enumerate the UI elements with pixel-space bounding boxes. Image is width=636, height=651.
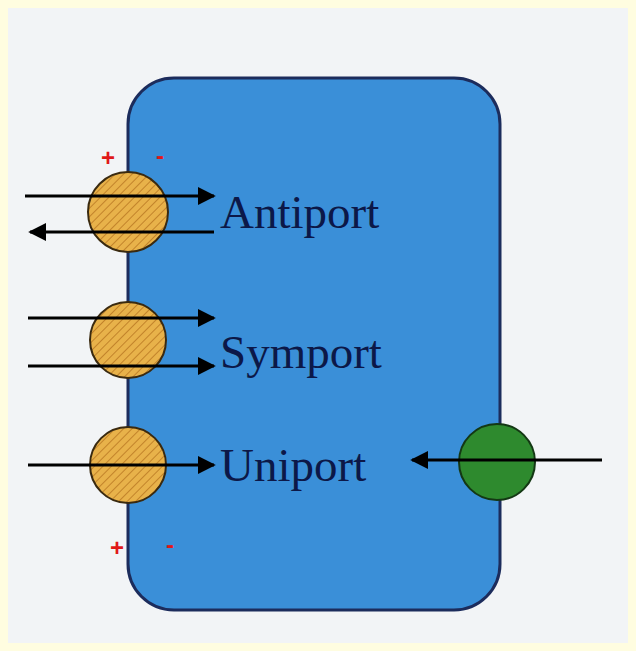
- transport-arrow: [28, 464, 214, 467]
- charge-sign: +: [110, 536, 124, 560]
- cell-body: [128, 78, 500, 610]
- transport-arrow: [28, 317, 214, 320]
- antiporter-protein: [88, 172, 168, 252]
- transport-type-label: Antiport: [220, 189, 379, 236]
- charge-sign: -: [156, 144, 164, 168]
- transport-type-label: Symport: [220, 329, 382, 376]
- charge-sign: -: [166, 533, 174, 557]
- transport-arrow: [412, 459, 602, 462]
- transport-arrow: [30, 231, 214, 234]
- cell-node: AntiportSymportUniport: [128, 78, 500, 610]
- transport-arrow: [28, 365, 214, 368]
- charge-sign: +: [101, 146, 115, 170]
- transport-type-label: Uniport: [220, 442, 366, 489]
- uniporter-protein: [459, 424, 535, 500]
- transport-arrow: [25, 195, 214, 198]
- background-panel: [8, 8, 628, 643]
